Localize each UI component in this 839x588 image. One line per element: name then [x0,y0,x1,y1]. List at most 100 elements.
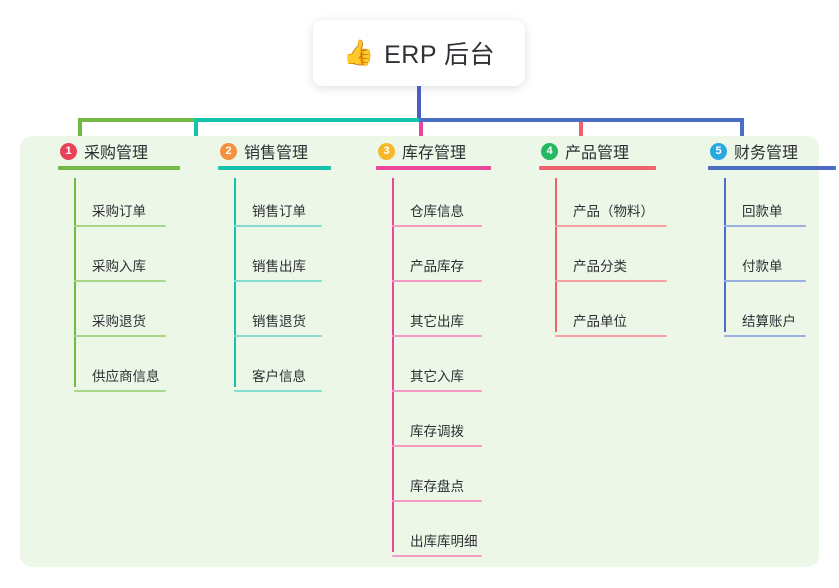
list-item-rule [392,390,482,392]
branch-badge-4: 4 [541,142,558,160]
branch-badge-5: 5 [710,142,727,160]
list-item[interactable]: 客户信息 [234,365,322,392]
list-item-rule [392,335,482,337]
list-item-label: 销售退货 [252,314,306,329]
list-item-rule [234,335,322,337]
branch-panel: 1 采购管理采购订单采购入库采购退货供应商信息 2 销售管理销售订单销售出库销售退货客… [20,136,836,567]
list-item-label: 仓库信息 [410,204,464,219]
list-item-rule [74,225,166,227]
list-item-label: 其它入库 [410,369,464,384]
branch-title-1: 采购管理 [84,145,149,162]
branch-spine-5 [724,178,726,332]
thumbs-up-icon: 👍 [342,38,375,67]
list-item-label: 库存调拨 [410,424,464,439]
branch-rule-4 [539,166,656,170]
list-item[interactable]: 销售出库 [234,255,322,282]
list-item[interactable]: 库存调拨 [392,420,482,447]
branch-header-5[interactable]: 5 财务管理 [692,136,836,166]
list-item-rule [74,335,166,337]
list-item-label: 供应商信息 [92,369,160,384]
branch-badge-1: 1 [60,142,77,160]
branch-column-1: 1 采购管理采购订单采购入库采购退货供应商信息 [42,136,180,392]
branch-column-5: 5 财务管理回款单付款单结算账户 [692,136,836,337]
list-item[interactable]: 出库库明细 [392,530,482,557]
branch-badge-3: 3 [378,142,395,160]
root-title: ERP 后台 [384,41,496,69]
list-item-label: 销售出库 [252,259,306,274]
list-item[interactable]: 仓库信息 [392,200,482,227]
branch-spine-3 [392,178,394,552]
list-item[interactable]: 回款单 [724,200,806,227]
list-item-rule [234,280,322,282]
bus-segment-3 [419,118,744,122]
branch-title-2: 销售管理 [244,145,309,162]
root-stem-connector [417,86,421,119]
list-item[interactable]: 产品单位 [555,310,667,337]
list-item[interactable]: 产品（物料） [555,200,667,227]
list-item[interactable]: 销售订单 [234,200,322,227]
list-item[interactable]: 其它出库 [392,310,482,337]
branch-title-4: 产品管理 [565,145,630,162]
bus-segment-2 [194,118,419,122]
list-item-rule [234,225,322,227]
list-item-rule [724,335,806,337]
list-item-rule [392,225,482,227]
branch-column-2: 2 销售管理销售订单销售出库销售退货客户信息 [202,136,331,392]
list-item[interactable]: 采购入库 [74,255,166,282]
list-item-label: 产品库存 [410,259,464,274]
list-item-label: 其它出库 [410,314,464,329]
branch-header-2[interactable]: 2 销售管理 [202,136,331,166]
branch-column-4: 4 产品管理产品（物料） 产品分类产品单位 [523,136,667,337]
branch-title-5: 财务管理 [734,145,799,162]
branch-column-3: 3 库存管理仓库信息产品库存其它出库其它入库库存调拨库存盘点出库库明细 [360,136,491,557]
list-item[interactable]: 采购订单 [74,200,166,227]
list-item-rule [724,225,806,227]
list-item-label: 采购订单 [92,204,146,219]
list-item-label: 客户信息 [252,369,306,384]
list-item[interactable]: 采购退货 [74,310,166,337]
list-item-rule [724,280,806,282]
list-item-rule [234,390,322,392]
list-item-label: 结算账户 [742,314,796,329]
branch-rule-2 [218,166,331,170]
list-item-label: 采购退货 [92,314,146,329]
list-item[interactable]: 其它入库 [392,365,482,392]
list-item[interactable]: 供应商信息 [74,365,166,392]
list-item[interactable]: 库存盘点 [392,475,482,502]
list-item-label: 回款单 [742,204,783,219]
list-item-rule [555,225,667,227]
list-item[interactable]: 产品库存 [392,255,482,282]
branch-header-4[interactable]: 4 产品管理 [523,136,656,166]
list-item-label: 出库库明细 [410,534,478,549]
branch-spine-1 [74,178,76,387]
branch-spine-2 [234,178,236,387]
root-node[interactable]: 👍 ERP 后台 [313,20,525,86]
list-item-rule [555,280,667,282]
list-item-label: 产品分类 [573,259,627,274]
branch-rule-1 [58,166,180,170]
list-item[interactable]: 产品分类 [555,255,667,282]
branch-header-1[interactable]: 1 采购管理 [42,136,180,166]
bus-segment-1 [78,118,194,122]
branch-badge-2: 2 [220,142,237,160]
list-item[interactable]: 结算账户 [724,310,806,337]
list-item-label: 产品（物料） [573,204,654,219]
branch-spine-4 [555,178,557,332]
branch-header-3[interactable]: 3 库存管理 [360,136,491,166]
list-item-rule [392,555,482,557]
list-item-rule [392,500,482,502]
list-item-label: 产品单位 [573,314,627,329]
list-item-label: 库存盘点 [410,479,464,494]
branch-title-3: 库存管理 [402,145,467,162]
list-item-rule [392,280,482,282]
list-item-label: 采购入库 [92,259,146,274]
branch-rule-3 [376,166,491,170]
branch-rule-5 [708,166,836,170]
list-item[interactable]: 销售退货 [234,310,322,337]
list-item-label: 付款单 [742,259,783,274]
list-item[interactable]: 付款单 [724,255,806,282]
list-item-rule [392,445,482,447]
list-item-label: 销售订单 [252,204,306,219]
list-item-rule [74,390,166,392]
list-item-rule [74,280,166,282]
